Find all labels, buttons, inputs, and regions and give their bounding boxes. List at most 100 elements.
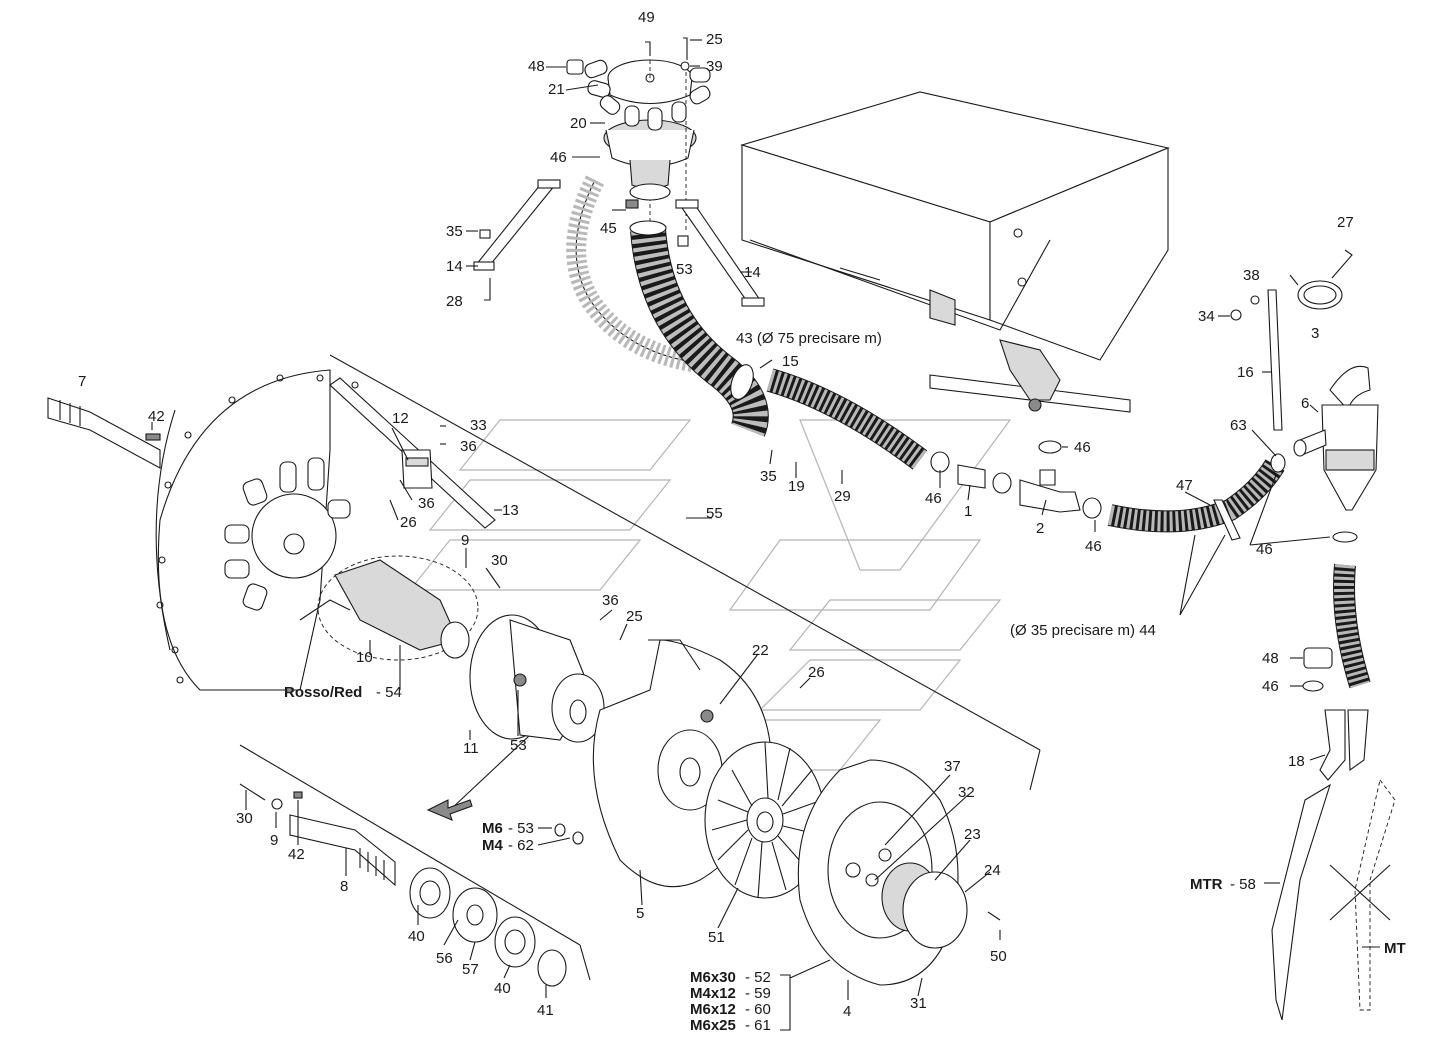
label-53-top: 53 bbox=[676, 261, 693, 278]
label-35-mid: 35 bbox=[760, 468, 777, 485]
part-labels: 49 25 48 39 21 20 46 45 35 53 14 14 28 4… bbox=[78, 9, 1406, 1034]
label-M6x30: M6x30 bbox=[690, 969, 736, 986]
label-38: 38 bbox=[1243, 267, 1260, 284]
cyclone-6 bbox=[1270, 365, 1379, 511]
label-35-top: 35 bbox=[446, 223, 463, 240]
label-31: 31 bbox=[910, 995, 927, 1012]
background-watermark bbox=[408, 419, 1012, 771]
label-56: 56 bbox=[436, 950, 453, 967]
label-24: 24 bbox=[984, 862, 1001, 879]
label-42-top: 42 bbox=[148, 408, 165, 425]
label-14-right: 14 bbox=[744, 264, 761, 281]
arrow-pointer bbox=[426, 799, 473, 821]
label-37: 37 bbox=[944, 758, 961, 775]
label-39: 39 bbox=[706, 58, 723, 75]
label-18: 18 bbox=[1288, 753, 1305, 770]
label-41: 41 bbox=[537, 1002, 554, 1019]
label-20: 20 bbox=[570, 115, 587, 132]
hose-lower-right bbox=[1302, 531, 1371, 781]
label-25-top: 25 bbox=[706, 31, 723, 48]
label-19: 19 bbox=[788, 478, 805, 495]
label-M6x25: M6x25 bbox=[690, 1017, 736, 1034]
label-40-a: 40 bbox=[408, 928, 425, 945]
label-14-left: 14 bbox=[446, 258, 463, 275]
bracket-14-left bbox=[473, 179, 561, 301]
label-MTR-number: - 58 bbox=[1230, 876, 1256, 893]
label-40-b: 40 bbox=[494, 980, 511, 997]
label-26-right: 26 bbox=[808, 664, 825, 681]
label-28: 28 bbox=[446, 293, 463, 310]
label-7: 7 bbox=[78, 373, 86, 390]
label-23: 23 bbox=[964, 826, 981, 843]
label-16: 16 bbox=[1237, 364, 1254, 381]
shaft-8 bbox=[239, 783, 396, 887]
label-13: 13 bbox=[502, 502, 519, 519]
label-11: 11 bbox=[463, 740, 479, 757]
label-47: 47 bbox=[1176, 477, 1193, 494]
label-63: 63 bbox=[1230, 417, 1247, 434]
label-3: 3 bbox=[1311, 325, 1319, 342]
label-M4-62-number: - 62 bbox=[508, 837, 534, 854]
hose-47 bbox=[1107, 459, 1285, 541]
label-53-mid: 53 bbox=[510, 737, 527, 754]
label-27: 27 bbox=[1337, 214, 1354, 231]
hose-46-left bbox=[566, 175, 721, 375]
label-15: 15 bbox=[782, 353, 799, 370]
label-22: 22 bbox=[752, 642, 769, 659]
clamp-3 bbox=[1230, 249, 1353, 431]
label-M6-53-number: - 53 bbox=[508, 820, 534, 837]
label-34: 34 bbox=[1198, 308, 1215, 325]
shaft-7 bbox=[47, 397, 161, 469]
label-29: 29 bbox=[834, 488, 851, 505]
label-25-mid: 25 bbox=[626, 608, 643, 625]
impeller-51 bbox=[704, 741, 826, 899]
part-48-cap bbox=[566, 59, 584, 75]
label-6: 6 bbox=[1301, 395, 1309, 412]
hopper bbox=[740, 91, 1170, 413]
label-M6-53: M6 bbox=[482, 820, 503, 837]
label-M6x25-number: - 61 bbox=[745, 1017, 771, 1034]
label-M6x30-number: - 52 bbox=[745, 969, 771, 986]
label-2: 2 bbox=[1036, 520, 1044, 537]
coupler-parts bbox=[930, 440, 1102, 519]
label-44: (Ø 35 precisare m) 44 bbox=[1010, 622, 1156, 639]
label-36-b: 36 bbox=[418, 495, 435, 512]
label-30-bottom: 30 bbox=[236, 810, 253, 827]
label-46-top: 46 bbox=[550, 149, 567, 166]
label-5: 5 bbox=[636, 905, 644, 922]
label-46-mid-c: 46 bbox=[1085, 538, 1102, 555]
label-30-top: 30 bbox=[491, 552, 508, 569]
label-45: 45 bbox=[600, 220, 617, 237]
label-43: 43 (Ø 75 precisare m) bbox=[736, 330, 882, 347]
label-36-c: 36 bbox=[602, 592, 619, 609]
label-M4x12-number: - 59 bbox=[745, 985, 771, 1002]
hose-43 bbox=[625, 183, 769, 437]
label-M6x12-number: - 60 bbox=[745, 1001, 771, 1018]
label-46-mid-a: 46 bbox=[925, 490, 942, 507]
label-54-color: Rosso/Red bbox=[284, 684, 362, 701]
label-57: 57 bbox=[462, 961, 479, 978]
label-48-right: 48 bbox=[1262, 650, 1279, 667]
label-48-top: 48 bbox=[528, 58, 545, 75]
label-51: 51 bbox=[708, 929, 725, 946]
label-M6x12: M6x12 bbox=[690, 1001, 736, 1018]
label-MT: MT bbox=[1384, 940, 1406, 957]
label-M4x12: M4x12 bbox=[690, 985, 736, 1002]
label-4: 4 bbox=[843, 1003, 851, 1020]
label-49: 49 bbox=[638, 9, 655, 26]
label-9-top: 9 bbox=[461, 532, 469, 549]
cover-4 bbox=[797, 759, 1001, 986]
bracket-14-right bbox=[675, 199, 765, 307]
label-42-bottom: 42 bbox=[288, 846, 305, 863]
leader-lines bbox=[151, 39, 1380, 1031]
label-46-right: 46 bbox=[1256, 541, 1273, 558]
housing-11 bbox=[469, 614, 605, 743]
label-50: 50 bbox=[990, 948, 1007, 965]
label-54-number: - 54 bbox=[376, 684, 402, 701]
label-21: 21 bbox=[548, 81, 565, 98]
label-10: 10 bbox=[356, 649, 373, 666]
distributor-head bbox=[566, 37, 711, 230]
label-46-mid-b: 46 bbox=[1074, 439, 1091, 456]
